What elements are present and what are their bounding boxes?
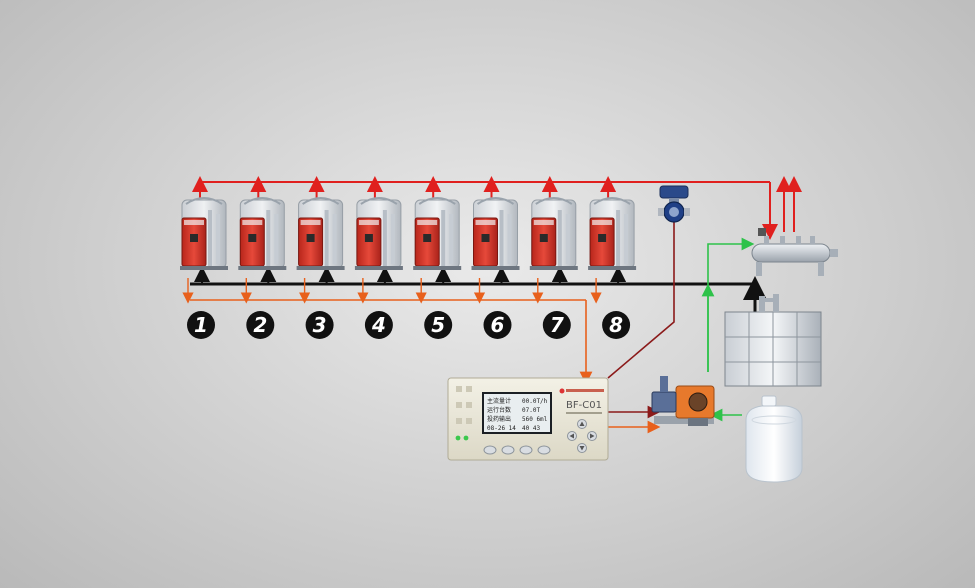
badge-circle <box>542 311 571 339</box>
badge-circle <box>364 311 393 339</box>
badge-circle <box>305 311 334 339</box>
lcd-row2-value: 07.0T <box>522 407 540 414</box>
function-key-4[interactable] <box>537 445 551 455</box>
boiler-number: 5 <box>431 313 445 337</box>
boiler-2 <box>238 197 287 270</box>
boiler-7 <box>529 197 578 270</box>
boiler-number: 7 <box>550 313 564 337</box>
boiler-5 <box>413 197 462 270</box>
controller-model: BF-C01 <box>566 400 602 411</box>
badge-circle <box>483 311 512 339</box>
boiler-number-badge: 5 <box>424 311 453 339</box>
boiler-4 <box>354 197 403 270</box>
water-tank-icon <box>724 294 822 387</box>
badge-circle <box>246 311 275 339</box>
lcd-display: 主流量计 00.0T/h 运行台数 07.0T 投药输出 560 6ml 08-… <box>482 392 552 434</box>
chemical-tank-icon <box>745 395 803 483</box>
boiler-number-row: 1 2 3 4 5 6 7 8 <box>187 311 631 339</box>
model-plate: BF-C01 <box>559 388 604 414</box>
function-key-3[interactable] <box>519 445 533 455</box>
lcd-row3-label: 投药输出 <box>487 415 511 423</box>
badge-circle <box>187 311 215 339</box>
lcd-row4-value: 40 43 <box>522 425 540 432</box>
function-key-1[interactable] <box>483 445 497 455</box>
boiler-number-badge: 2 <box>246 311 275 339</box>
boiler-3 <box>296 197 345 270</box>
function-key-2[interactable] <box>501 445 515 455</box>
flowmeter-to-controller-line <box>607 222 675 379</box>
boiler-number: 2 <box>253 313 267 337</box>
steam-lines <box>192 176 802 240</box>
lcd-row1-value: 00.0T/h <box>522 398 548 405</box>
boiler-number: 4 <box>371 313 386 337</box>
boiler-6 <box>471 197 520 270</box>
signal-lines <box>182 278 661 434</box>
flowmeter-icon <box>658 185 690 223</box>
boiler-number-badge: 1 <box>187 311 215 339</box>
control-lines <box>607 222 675 419</box>
boiler-number: 8 <box>609 313 623 337</box>
boiler-number: 6 <box>491 313 505 337</box>
controller-panel: 主流量计 00.0T/h 运行台数 07.0T 投药输出 560 6ml 08-… <box>447 377 609 461</box>
boiler-number: 1 <box>194 313 208 337</box>
boiler-number-badge: 4 <box>364 311 393 339</box>
boiler-row <box>180 197 637 270</box>
boiler-number: 3 <box>313 313 327 337</box>
feedwater-lines <box>190 266 767 312</box>
boiler-number-badge: 6 <box>483 311 512 339</box>
dosing-pump-icon <box>651 376 715 426</box>
controller-keypad[interactable] <box>483 419 597 455</box>
boiler-number-badge: 8 <box>602 311 631 339</box>
lcd-row4-label: 08-26 14 <box>487 425 516 432</box>
boiler-number-badge: 3 <box>305 311 334 339</box>
boiler-8 <box>588 197 637 270</box>
lcd-row2-label: 运行台数 <box>487 406 511 414</box>
chemical-lines <box>701 237 755 422</box>
badge-circle <box>424 311 453 339</box>
boiler-number-badge: 7 <box>542 311 571 339</box>
indicator-lights <box>455 386 472 441</box>
badge-circle <box>602 311 631 339</box>
boiler-1 <box>180 197 228 270</box>
lcd-row1-label: 主流量计 <box>487 397 511 405</box>
steam-header-icon <box>751 228 838 276</box>
lcd-row3-value: 560 6ml <box>522 416 548 423</box>
